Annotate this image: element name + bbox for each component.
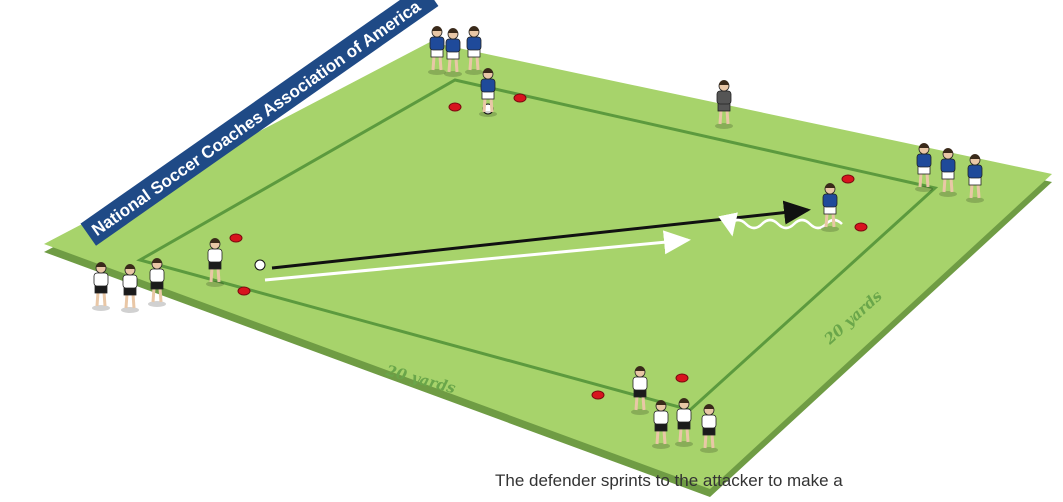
field bbox=[44, 42, 1052, 497]
cone bbox=[230, 234, 242, 242]
cone bbox=[514, 94, 526, 102]
grass bbox=[44, 42, 1052, 489]
cone bbox=[449, 103, 461, 111]
ball bbox=[255, 260, 265, 270]
cone bbox=[842, 175, 854, 183]
cone bbox=[676, 374, 688, 382]
cone bbox=[592, 391, 604, 399]
cone bbox=[855, 223, 867, 231]
cone bbox=[238, 287, 250, 295]
caption-text: The defender sprints to the attacker to … bbox=[495, 471, 843, 491]
